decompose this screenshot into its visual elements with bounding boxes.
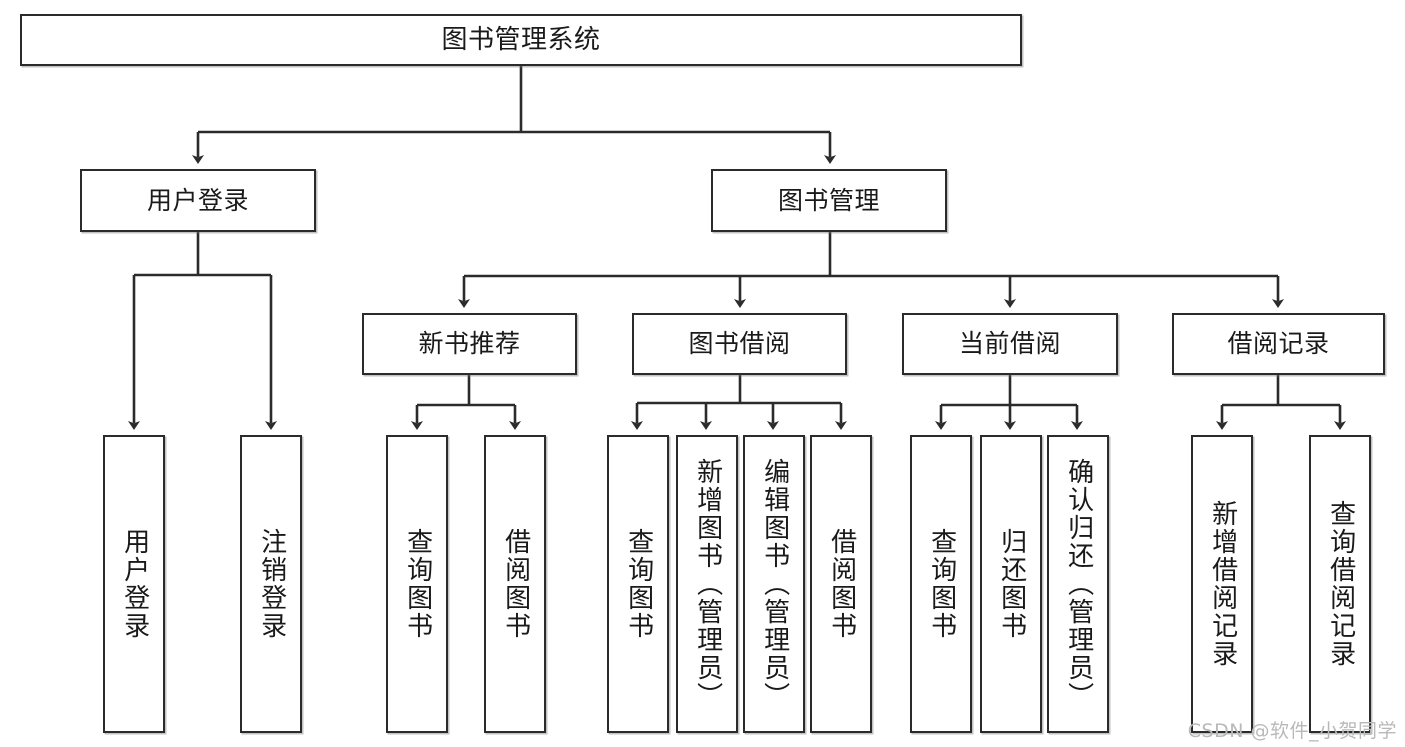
leaf-edit-book-admin[interactable]: 编辑图书（管理员） <box>743 435 805 733</box>
node-new-book-recommend[interactable]: 新书推荐 <box>362 313 577 375</box>
node-label: 用户登录 <box>146 185 249 215</box>
node-label: 查询图书 <box>623 528 654 640</box>
node-book-management[interactable]: 图书管理 <box>711 169 947 232</box>
node-label: 图书管理 <box>777 185 880 215</box>
node-user-login[interactable]: 用户登录 <box>80 169 316 232</box>
node-label: 新书推荐 <box>418 329 521 359</box>
node-label: 用户登录 <box>119 528 150 640</box>
node-book-borrow[interactable]: 图书借阅 <box>632 313 847 375</box>
leaf-borrow-books[interactable]: 借阅图书 <box>810 435 872 733</box>
leaf-user-login[interactable]: 用户登录 <box>103 435 165 733</box>
node-root-system[interactable]: 图书管理系统 <box>20 14 1022 66</box>
node-label: 借阅图书 <box>500 528 531 640</box>
leaf-logout[interactable]: 注销登录 <box>240 435 302 733</box>
node-label: 图书管理系统 <box>441 24 601 55</box>
leaf-query-borrow-record[interactable]: 查询借阅记录 <box>1309 435 1371 733</box>
node-label: 归还图书 <box>996 528 1027 640</box>
leaf-borrow-books-recommend[interactable]: 借阅图书 <box>484 435 546 733</box>
leaf-add-book-admin[interactable]: 新增图书（管理员） <box>676 435 738 733</box>
node-current-borrow[interactable]: 当前借阅 <box>902 313 1118 375</box>
node-label: 查询借阅记录 <box>1325 500 1356 668</box>
leaf-query-books-borrow[interactable]: 查询图书 <box>607 435 669 733</box>
node-label: 查询图书 <box>926 528 957 640</box>
leaf-return-books[interactable]: 归还图书 <box>980 435 1042 733</box>
leaf-query-books-current[interactable]: 查询图书 <box>910 435 972 733</box>
node-borrow-record[interactable]: 借阅记录 <box>1172 313 1385 375</box>
node-label: 新增借阅记录 <box>1207 500 1238 668</box>
leaf-confirm-return-admin[interactable]: 确认归还（管理员） <box>1047 435 1109 733</box>
leaf-add-borrow-record[interactable]: 新增借阅记录 <box>1191 435 1253 733</box>
node-label: 编辑图书（管理员） <box>759 458 790 710</box>
node-label: 新增图书（管理员） <box>692 458 723 710</box>
node-label: 查询图书 <box>402 528 433 640</box>
node-label: 借阅图书 <box>826 528 857 640</box>
node-label: 借阅记录 <box>1227 329 1330 359</box>
node-label: 注销登录 <box>256 528 287 640</box>
node-label: 确认归还（管理员） <box>1063 458 1094 710</box>
leaf-query-books-recommend[interactable]: 查询图书 <box>386 435 448 733</box>
node-label: 图书借阅 <box>688 329 791 359</box>
node-label: 当前借阅 <box>958 329 1061 359</box>
